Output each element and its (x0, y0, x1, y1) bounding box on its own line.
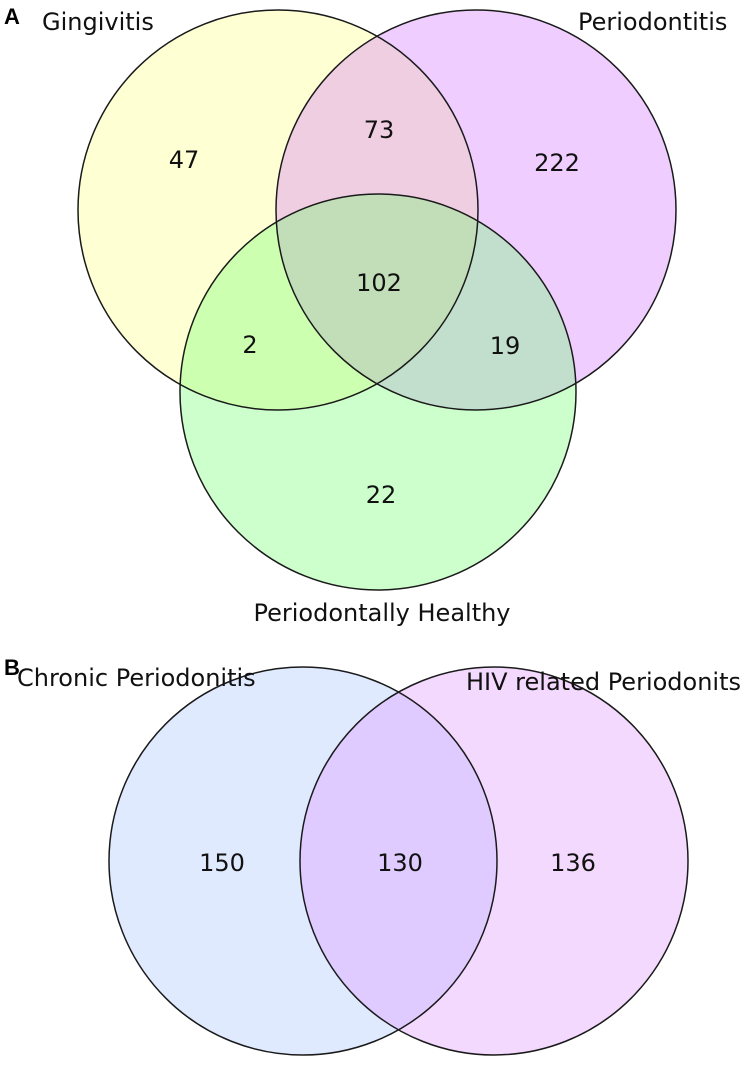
count-both: 130 (377, 849, 423, 877)
periodontitis-circle (276, 10, 676, 410)
gingivitis-circle-outline (77, 9, 479, 411)
count-all-three: 102 (356, 269, 402, 297)
panel-b: B Chronic Periodonitis HIV related Perio… (4, 655, 741, 1056)
periodontally-healthy-circle (180, 194, 576, 590)
hiv-related-periodonits-circle-outline (299, 666, 689, 1056)
set-label-periodontally-healthy: Periodontally Healthy (253, 599, 510, 627)
count-periodontitis-only: 222 (534, 149, 580, 177)
count-gingivitis-only: 47 (169, 146, 200, 174)
set-label-chronic-periodonitis: Chronic Periodonitis (17, 664, 256, 692)
count-hiv-only: 136 (550, 849, 596, 877)
panel-b-letter: B (4, 655, 20, 680)
count-gingivitis-periodontitis: 73 (364, 116, 395, 144)
set-label-periodontitis: Periodontitis (578, 8, 727, 36)
count-chronic-only: 150 (199, 849, 245, 877)
chronic-periodonitis-circle-outline (108, 666, 498, 1056)
chronic-periodonitis-circle (109, 667, 497, 1055)
hiv-related-periodonits-circle (300, 667, 688, 1055)
periodontitis-circle-outline (275, 9, 677, 411)
gingivitis-circle (78, 10, 478, 410)
count-periodontitis-healthy: 19 (490, 332, 521, 360)
set-label-gingivitis: Gingivitis (42, 8, 154, 36)
panel-a-letter: A (4, 4, 20, 29)
count-gingivitis-healthy: 2 (242, 331, 257, 359)
panel-a: A Gingivitis Periodontitis Periodontally… (4, 4, 727, 627)
periodontally-healthy-circle-outline (179, 193, 577, 591)
count-healthy-only: 22 (366, 481, 397, 509)
set-label-hiv-related-periodonits: HIV related Periodonits (466, 668, 741, 696)
